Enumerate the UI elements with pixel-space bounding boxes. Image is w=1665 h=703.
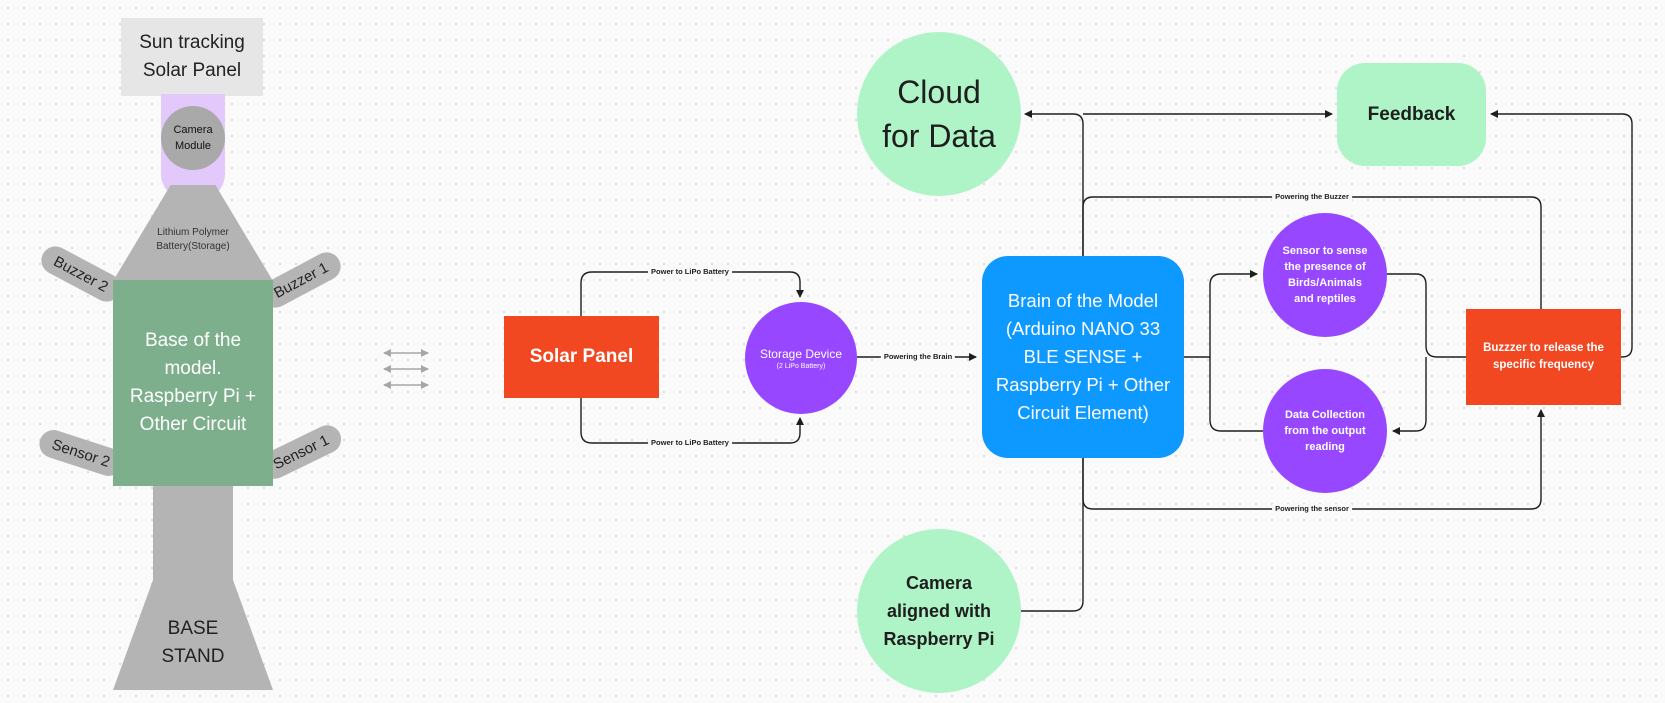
cloud-label: Cloud for Data (882, 74, 996, 154)
support-pole (153, 486, 233, 586)
wire-junction-data (1392, 357, 1427, 435)
edge-label-powering-buzzer: Powering the Buzzer (1272, 192, 1352, 202)
wire-camera-brain (1021, 458, 1084, 612)
cloud-node: Cloud for Data (857, 32, 1021, 196)
camera-module-label: Camera Module (173, 124, 213, 152)
camera-node: Camera aligned with Raspberry Pi (857, 529, 1021, 693)
storage-device-sublabel: (2 LiPo Battery) (776, 362, 826, 370)
brain-label: Brain of the Model (Arduino NANO 33 BLE … (995, 290, 1171, 423)
brain-node: Brain of the Model (Arduino NANO 33 BLE … (982, 256, 1184, 458)
wire-brain-data (1209, 357, 1263, 432)
solar-panel-node: Solar Panel (504, 316, 659, 398)
buzzer-node: Buzzzer to release the specific frequenc… (1466, 309, 1621, 405)
edge-label-power-top: Power to LiPo Battery (648, 267, 732, 277)
wire-brain-sensor (1209, 270, 1258, 357)
edge-label-powering-sensor: Powering the sensor (1272, 504, 1352, 514)
wire-brain-cloud (1024, 110, 1084, 256)
data-collection-label: Data Collection from the output reading (1284, 409, 1366, 453)
battery-label: Lithium Polymer Battery(Storage) (156, 227, 230, 252)
feedback-label: Feedback (1367, 103, 1456, 125)
edge-label-powering-brain: Powering the Brain (880, 352, 956, 362)
data-collection-node: Data Collection from the output reading (1263, 369, 1387, 493)
buzzer-label: Buzzzer to release the specific frequenc… (1483, 342, 1604, 371)
edge-label-power-bottom: Power to LiPo Battery (648, 438, 732, 448)
sensor-label: Sensor to sense the presence of Birds/An… (1282, 245, 1368, 305)
base-stand-label: BASE STAND (161, 618, 225, 667)
wire-solar-storage-top (580, 271, 804, 316)
solar-panel-label: Solar Panel (529, 346, 634, 367)
sun-tracking-solar-panel-label: Sun tracking Solar Panel (139, 32, 245, 81)
sun-tracking-solar-panel: Sun tracking Solar Panel (121, 18, 263, 96)
bidirectional-arrows-icon (383, 349, 429, 389)
camera-label: Camera aligned with Raspberry Pi (883, 573, 995, 649)
model-base-label: Base of the model. Raspberry Pi + Other … (129, 330, 257, 435)
storage-device-node: Storage Device (2 LiPo Battery) (745, 302, 857, 414)
camera-module: Camera Module (161, 106, 225, 170)
wire-solar-storage-bottom (580, 398, 804, 444)
storage-device-label: Storage Device (759, 346, 843, 361)
wire-sensor-junction (1387, 273, 1466, 358)
wire-buzzer-feedback (1490, 110, 1633, 358)
feedback-node: Feedback (1337, 63, 1486, 166)
model-base: Base of the model. Raspberry Pi + Other … (113, 280, 273, 486)
sensor-node: Sensor to sense the presence of Birds/An… (1263, 213, 1387, 337)
